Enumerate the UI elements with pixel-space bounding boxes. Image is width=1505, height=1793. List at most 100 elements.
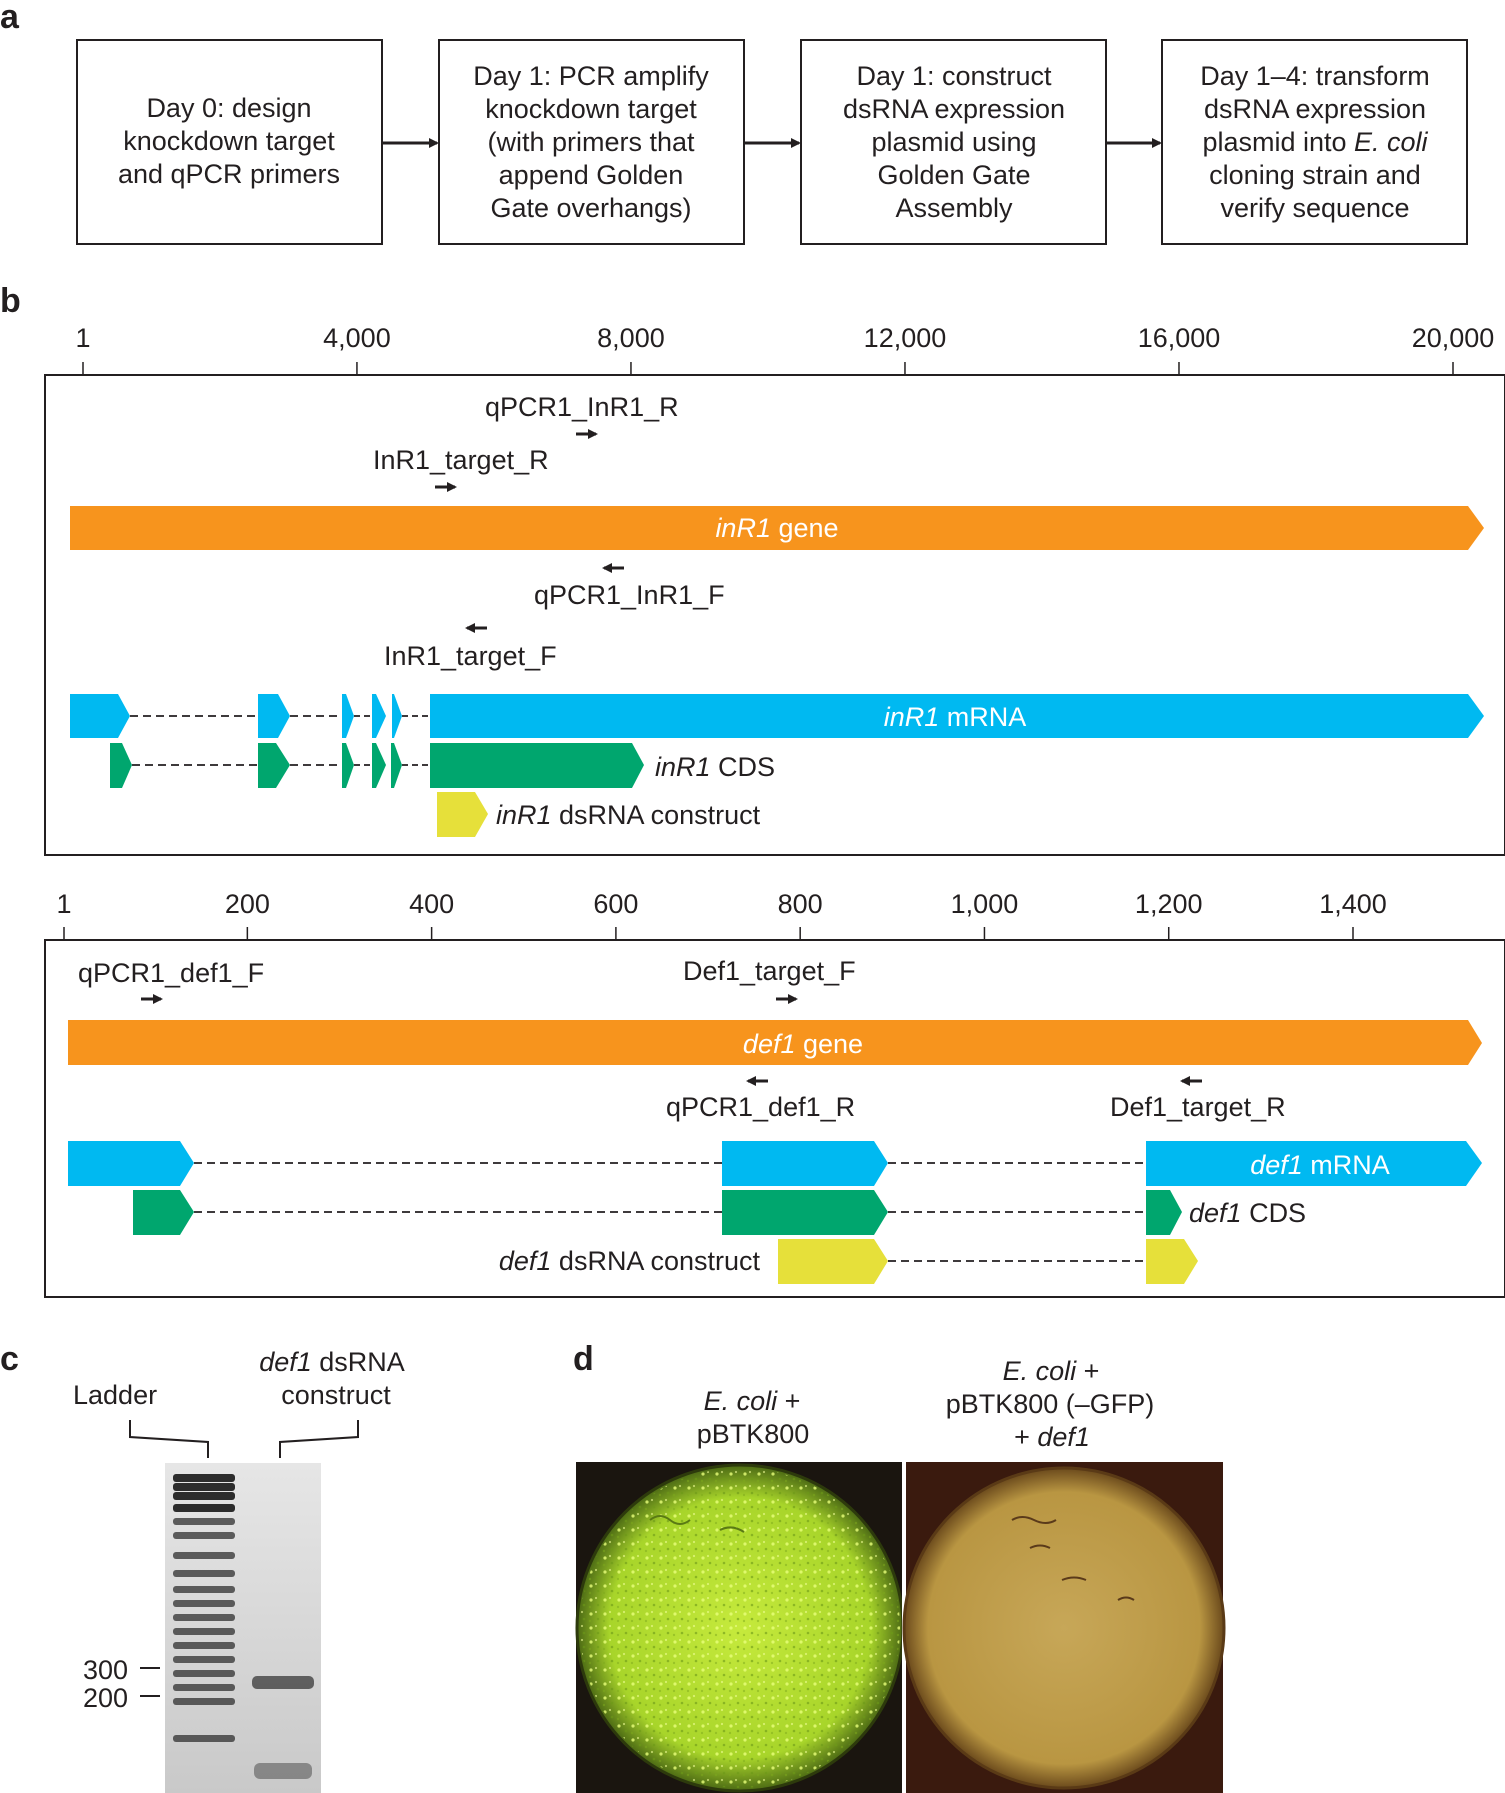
inr1-mrna-exon-6: [430, 694, 1484, 738]
ladder-band: [173, 1492, 235, 1500]
ladder-band: [173, 1504, 235, 1512]
def1-frame: [44, 939, 1505, 1298]
lane-label-line1: def1 dsRNA: [259, 1347, 405, 1377]
primer-def1-target-f: Def1_target_F: [683, 956, 856, 986]
ladder-band: [173, 1735, 235, 1742]
panel-label-b: b: [0, 282, 21, 320]
step2-line4: Assembly: [895, 193, 1013, 223]
gfp-colonies: [580, 1468, 900, 1788]
ladder-band: [173, 1518, 235, 1525]
def1-cds-exon-2: [722, 1190, 888, 1235]
right-plate-label-line3: + def1: [1014, 1422, 1090, 1452]
step0-line0: Day 0: design: [146, 93, 311, 123]
ladder-bands: [173, 1474, 235, 1742]
ladder-band: [173, 1474, 235, 1482]
step3-line2: plasmid into E. coli: [1202, 127, 1428, 157]
def1-gene-label: def1 gene: [743, 1029, 863, 1059]
ladder-bracket: [129, 1420, 209, 1458]
ladder-band: [173, 1628, 235, 1635]
inr1-cds-exon-3: [342, 743, 354, 788]
inr1-cds-label: inR1 CDS: [655, 752, 775, 782]
ladder-band: [173, 1552, 235, 1559]
def1-mrna-label: def1 mRNA: [1250, 1150, 1390, 1180]
step3-line0: Day 1–4: transform: [1200, 61, 1430, 91]
inr1-cds-exon-4: [372, 743, 386, 788]
panel-label-c: c: [0, 1340, 19, 1378]
def1-cds-label: def1 CDS: [1189, 1198, 1306, 1228]
inr1-dsrna-label: inR1 dsRNA construct: [496, 800, 761, 830]
gel-panel: Ladder def1 dsRNA construct 300 200: [73, 1347, 405, 1793]
inr1-mrna-exon-2: [258, 694, 290, 738]
step3-line4: verify sequence: [1220, 193, 1409, 223]
ladder-band: [173, 1670, 235, 1677]
inr1-gene-bar: [70, 506, 1484, 550]
left-plate-label-line2: pBTK800: [697, 1419, 810, 1449]
primer-def1-target-r: Def1_target_R: [1110, 1092, 1286, 1122]
step1-line2: (with primers that: [487, 127, 695, 157]
step0-line2: and qPCR primers: [118, 159, 340, 189]
def1-axis-tick-label: 1,200: [1135, 889, 1203, 919]
right-plate-label-line2: pBTK800 (–GFP): [946, 1389, 1155, 1419]
def1-axis-tick-label: 1,400: [1319, 889, 1387, 919]
lane-bracket: [279, 1420, 359, 1458]
def1-axis-tick-label: 200: [225, 889, 270, 919]
def1-dsrna-label: def1 dsRNA construct: [499, 1246, 761, 1276]
step2-line1: dsRNA expression: [843, 94, 1065, 124]
left-plate-label-line1: E. coli +: [704, 1386, 801, 1416]
def1-plate-rim: [902, 1466, 1226, 1790]
def1-dsrna-exon-2: [1146, 1239, 1198, 1284]
ladder-band: [173, 1614, 235, 1621]
inr1-cds: inR1 CDS: [110, 743, 775, 788]
ladder-band: [173, 1600, 235, 1607]
def1-axis-tick-label: 1: [56, 889, 71, 919]
step1-line4: Gate overhangs): [490, 193, 691, 223]
inr1-axis-tick-label: 1: [75, 323, 90, 353]
construct-band: [252, 1676, 314, 1689]
ladder-band: [173, 1532, 235, 1539]
inr1-cds-exon-6: [430, 743, 644, 788]
inr1-dsrna-construct: [437, 792, 488, 837]
ladder-band: [173, 1684, 235, 1691]
inr1-mrna-exon-3: [342, 694, 354, 738]
inr1-mrna: inR1 mRNA: [70, 694, 1484, 738]
def1-dsrna: def1 dsRNA construct: [499, 1239, 1198, 1284]
def1-cds-exon-3: [1146, 1190, 1182, 1235]
workflow-step-0: [76, 39, 383, 245]
inr1-cds-exon-2: [258, 743, 290, 788]
primer-inr1-target-f: InR1_target_F: [384, 641, 557, 671]
inr1-mrna-label: inR1 mRNA: [884, 702, 1027, 732]
marker-300-label: 300: [83, 1655, 128, 1685]
step3-line3: cloning strain and: [1209, 160, 1421, 190]
marker-200-label: 200: [83, 1683, 128, 1713]
plates-panel: E. coli + pBTK800 E. coli + pBTK800 (–GF…: [575, 1356, 1226, 1793]
inr1-axis-tick-label: 4,000: [323, 323, 391, 353]
ladder-band: [173, 1698, 235, 1705]
primer-qpcr1-def1-r: qPCR1_def1_R: [666, 1092, 855, 1122]
workflow-step-3: [1161, 39, 1468, 245]
inr1-axis-tick-label: 8,000: [597, 323, 665, 353]
ladder-label: Ladder: [73, 1380, 157, 1410]
def1-mrna: def1 mRNA: [68, 1141, 1482, 1186]
inr1-cds-exon-5: [391, 743, 402, 788]
step3-line1: dsRNA expression: [1204, 94, 1426, 124]
def1-cds: def1 CDS: [133, 1190, 1306, 1235]
inr1-mrna-exon-4: [372, 694, 386, 738]
primer-qpcr1-def1-f: qPCR1_def1_F: [78, 958, 264, 988]
ladder-band: [173, 1642, 235, 1649]
plate-handwriting: [1011, 1516, 1135, 1601]
inr1-axis-tick-label: 12,000: [864, 323, 947, 353]
step2-line3: Golden Gate: [877, 160, 1030, 190]
panel-label-a: a: [0, 0, 20, 36]
step2-line2: plasmid using: [871, 127, 1036, 157]
def1-cds-exon-1: [133, 1190, 194, 1235]
lane-label-line2: construct: [281, 1380, 391, 1410]
ladder-band: [173, 1483, 235, 1491]
def1-mrna-exon-1: [68, 1141, 194, 1186]
def1-axis-tick-label: 800: [778, 889, 823, 919]
inr1-gene-label: inR1 gene: [715, 513, 838, 543]
def1-axis-tick-label: 600: [593, 889, 638, 919]
